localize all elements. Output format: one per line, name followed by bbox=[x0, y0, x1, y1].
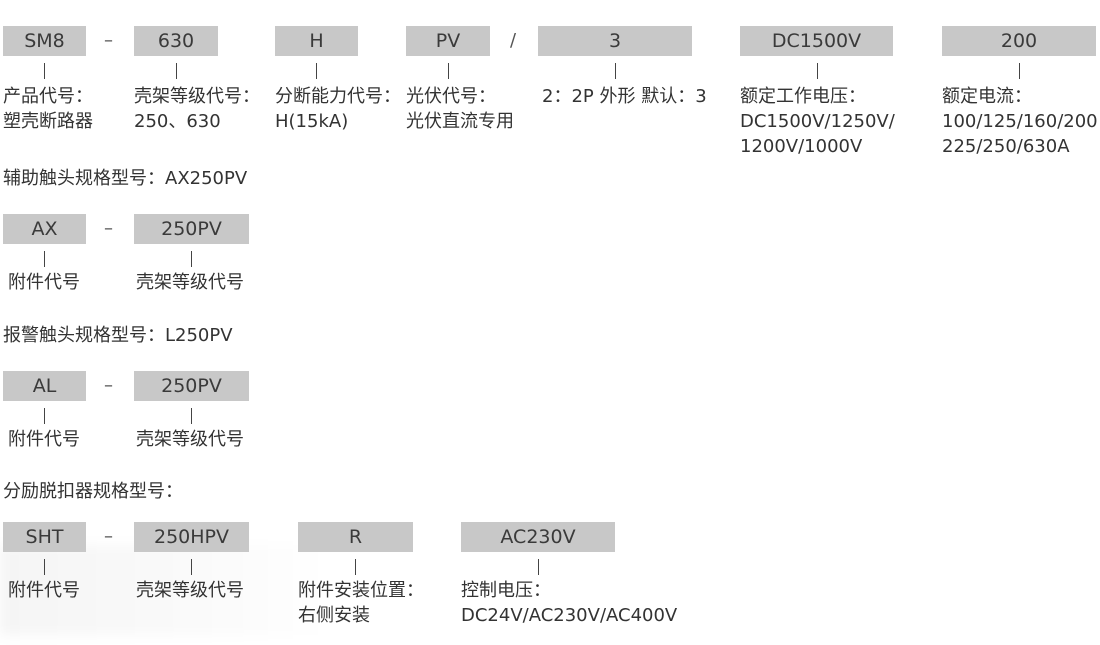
desc-line: 额定电流： bbox=[942, 86, 1032, 107]
desc-accessory-code: 附件代号 bbox=[8, 429, 80, 450]
desc-frame-code: 壳架等级代号 bbox=[136, 429, 244, 450]
connector-line bbox=[817, 63, 818, 79]
desc-breaking-capacity: 分断能力代号： H(15kA) bbox=[275, 84, 401, 134]
code-box-r: R bbox=[298, 522, 413, 552]
desc-line: 控制电压： bbox=[461, 580, 551, 601]
desc-line: 2：2P 外形 默认：3 bbox=[542, 86, 707, 107]
code-box-dc1500v: DC1500V bbox=[740, 26, 893, 56]
connector-line bbox=[44, 559, 45, 575]
desc-line: 100/125/160/200 bbox=[942, 111, 1098, 132]
desc-line: 光伏直流专用 bbox=[406, 111, 514, 132]
dash-separator: – bbox=[104, 526, 113, 547]
code-box-h: H bbox=[275, 26, 358, 56]
desc-line: 产品代号： bbox=[3, 86, 93, 107]
connector-line bbox=[1019, 63, 1020, 79]
connector-line bbox=[448, 63, 449, 79]
desc-frame-code: 壳架等级代号 bbox=[136, 272, 244, 293]
desc-product-code: 产品代号： 塑壳断路器 bbox=[3, 84, 93, 134]
desc-line: DC24V/AC230V/AC400V bbox=[461, 605, 678, 626]
code-box-200: 200 bbox=[942, 26, 1096, 56]
code-box-ax: AX bbox=[3, 214, 86, 244]
desc-line: 1200V/1000V bbox=[740, 136, 863, 157]
desc-poles: 2：2P 外形 默认：3 bbox=[542, 84, 707, 109]
code-box-sht: SHT bbox=[3, 522, 86, 552]
connector-line bbox=[191, 559, 192, 575]
alarm-contact-heading: 报警触头规格型号：L250PV bbox=[3, 325, 233, 346]
desc-line: 225/250/630A bbox=[942, 136, 1070, 157]
connector-line bbox=[176, 63, 177, 79]
desc-line: DC1500V/1250V/ bbox=[740, 111, 895, 132]
connector-line bbox=[44, 408, 45, 424]
desc-line: 分断能力代号： bbox=[275, 86, 401, 107]
desc-line: 额定工作电压： bbox=[740, 86, 866, 107]
code-box-ac230v: AC230V bbox=[461, 522, 615, 552]
code-box-al: AL bbox=[3, 371, 86, 401]
dash-separator: – bbox=[104, 30, 113, 51]
faded-watermark bbox=[0, 545, 330, 635]
desc-line: 250、630 bbox=[134, 111, 221, 132]
connector-line bbox=[355, 559, 356, 575]
aux-contact-heading: 辅助触头规格型号：AX250PV bbox=[3, 168, 248, 189]
desc-line: H(15kA) bbox=[275, 111, 349, 132]
code-box-3: 3 bbox=[538, 26, 692, 56]
code-box-sm8: SM8 bbox=[3, 26, 86, 56]
connector-line bbox=[191, 408, 192, 424]
desc-mount-position: 附件安装位置： 右侧安装 bbox=[298, 578, 424, 628]
connector-line bbox=[316, 63, 317, 79]
desc-accessory-code: 附件代号 bbox=[8, 580, 80, 601]
desc-frame-code: 壳架等级代号 bbox=[136, 580, 244, 601]
dash-separator: – bbox=[104, 375, 113, 396]
dash-separator: – bbox=[104, 218, 113, 239]
desc-pv-code: 光伏代号： 光伏直流专用 bbox=[406, 84, 514, 134]
connector-line bbox=[44, 251, 45, 267]
desc-rated-voltage: 额定工作电压： DC1500V/1250V/ 1200V/1000V bbox=[740, 84, 895, 159]
code-box-250pv: 250PV bbox=[134, 371, 249, 401]
code-box-250hpv: 250HPV bbox=[134, 522, 249, 552]
desc-line: 右侧安装 bbox=[298, 605, 370, 626]
desc-line: 塑壳断路器 bbox=[3, 111, 93, 132]
desc-line: 壳架等级代号： bbox=[134, 86, 260, 107]
slash-separator: / bbox=[510, 30, 517, 51]
connector-line bbox=[538, 559, 539, 575]
desc-frame-code: 壳架等级代号： 250、630 bbox=[134, 84, 260, 134]
code-box-630: 630 bbox=[134, 26, 218, 56]
code-box-pv: PV bbox=[406, 26, 490, 56]
desc-control-voltage: 控制电压： DC24V/AC230V/AC400V bbox=[461, 578, 677, 628]
shunt-release-heading: 分励脱扣器规格型号： bbox=[3, 481, 183, 502]
connector-line bbox=[191, 251, 192, 267]
desc-line: 附件安装位置： bbox=[298, 580, 424, 601]
desc-line: 光伏代号： bbox=[406, 86, 496, 107]
connector-line bbox=[615, 63, 616, 79]
desc-rated-current: 额定电流： 100/125/160/200 225/250/630A bbox=[942, 84, 1098, 159]
connector-line bbox=[44, 63, 45, 79]
desc-accessory-code: 附件代号 bbox=[8, 272, 80, 293]
code-box-250pv: 250PV bbox=[134, 214, 249, 244]
